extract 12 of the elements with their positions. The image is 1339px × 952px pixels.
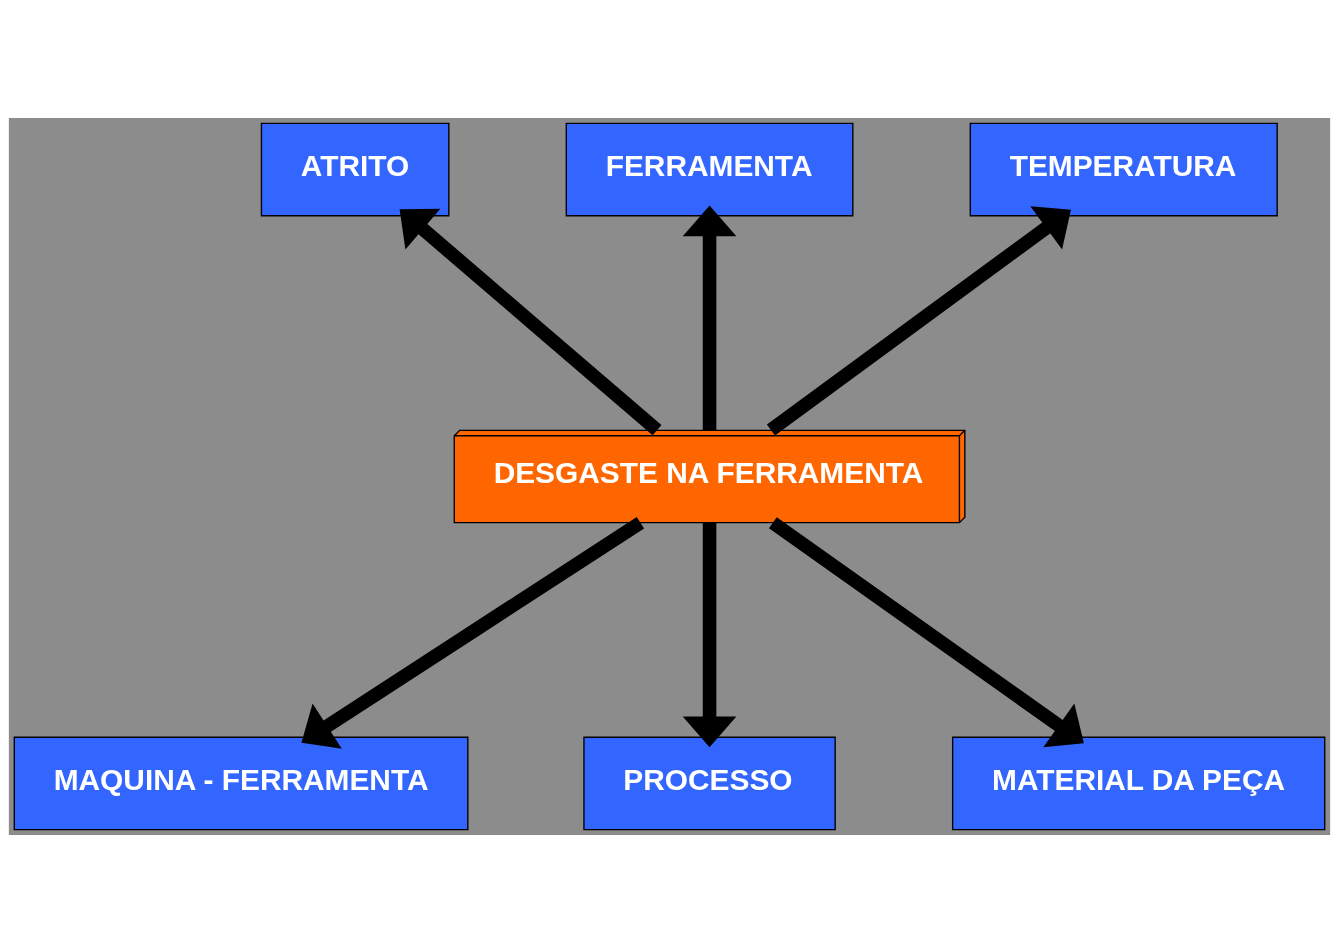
arrow [682,205,737,430]
arrow [768,516,1084,747]
node-box: FERRAMENTA [565,122,854,216]
node-box: MAQUINA - FERRAMENTA [13,736,469,830]
arrow [766,205,1071,436]
node-box: ATRITO [260,122,450,216]
node-box: MATERIAL DA PEÇA [951,736,1326,830]
arrow [682,522,737,747]
node-box: PROCESSO [583,736,836,830]
arrow [399,208,662,435]
arrow [301,516,645,749]
node-box: TEMPERATURA [969,122,1278,216]
